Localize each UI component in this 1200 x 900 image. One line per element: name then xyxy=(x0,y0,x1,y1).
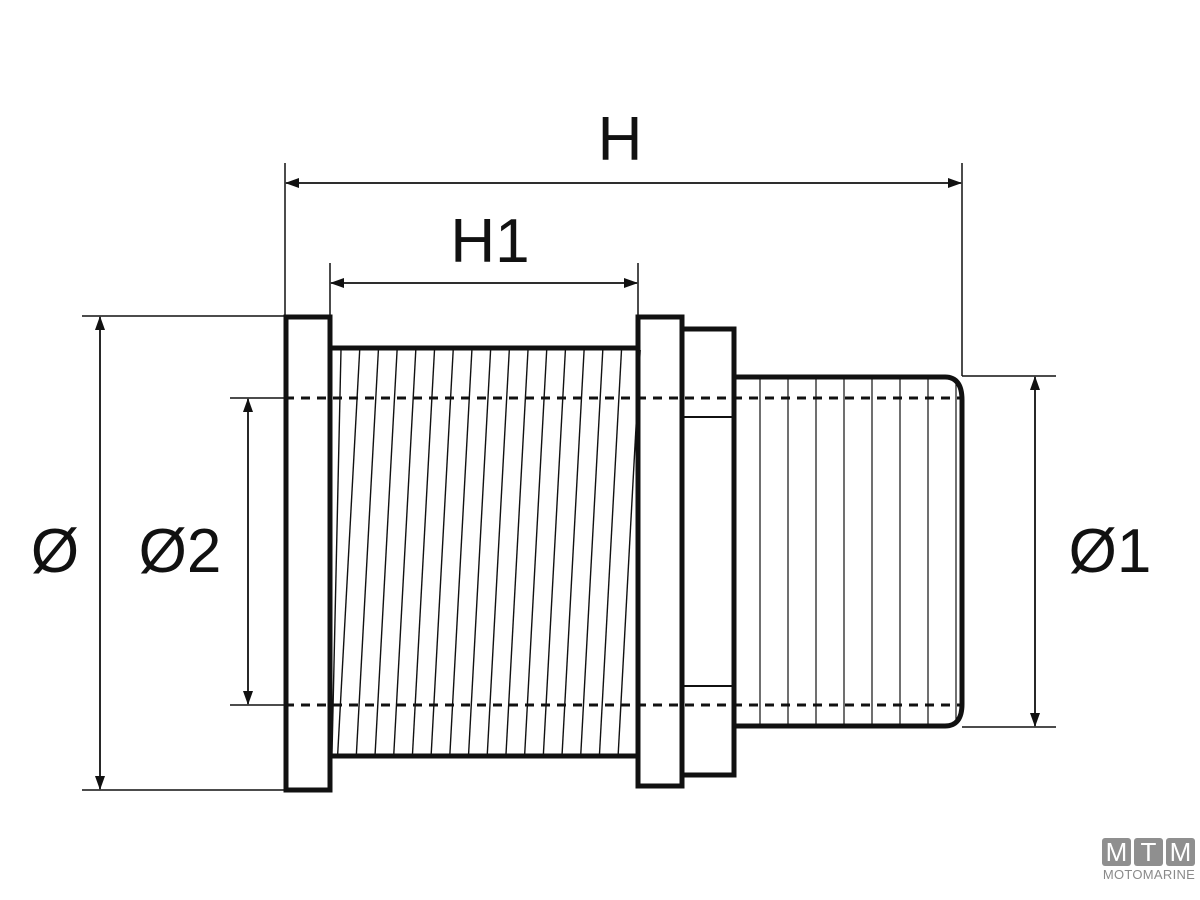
label-h1: H1 xyxy=(450,207,529,276)
label-diameter-1: Ø1 xyxy=(1069,517,1152,586)
label-diameter-2: Ø2 xyxy=(139,517,222,586)
thread-line xyxy=(355,349,380,755)
bore-hidden-lines xyxy=(285,396,962,707)
right-flange xyxy=(635,314,685,789)
logo-letter: M xyxy=(1166,838,1195,866)
thread-line xyxy=(449,349,473,755)
thread-line xyxy=(486,349,510,755)
thread-line xyxy=(524,349,548,755)
thread-line xyxy=(467,349,492,755)
label-diameter: Ø xyxy=(31,517,79,586)
thread-line xyxy=(331,349,342,755)
thread-line xyxy=(561,349,585,755)
extension-lines xyxy=(82,163,1056,791)
thread-line xyxy=(542,349,567,755)
thread-line xyxy=(430,349,454,755)
thread-line xyxy=(337,349,361,755)
label-h: H xyxy=(598,105,643,174)
thread-line xyxy=(505,349,529,755)
nut-inner-lines xyxy=(684,416,732,687)
thread-line xyxy=(374,349,398,755)
thread-line xyxy=(393,349,417,755)
logo-letter: M xyxy=(1102,838,1131,866)
logo-name: MOTOMARINE xyxy=(1102,867,1196,882)
logo-letter: T xyxy=(1134,838,1163,866)
left-flange xyxy=(283,314,333,793)
motomarine-logo: M T M MOTOMARINE xyxy=(1102,838,1196,882)
thread-line xyxy=(411,349,436,755)
thread-line xyxy=(598,349,623,755)
thread-line xyxy=(580,349,604,755)
nut xyxy=(679,326,737,778)
body-thread-lines xyxy=(331,349,641,755)
outlet-spigot xyxy=(734,374,965,729)
outlet-thread-lines xyxy=(759,379,957,724)
